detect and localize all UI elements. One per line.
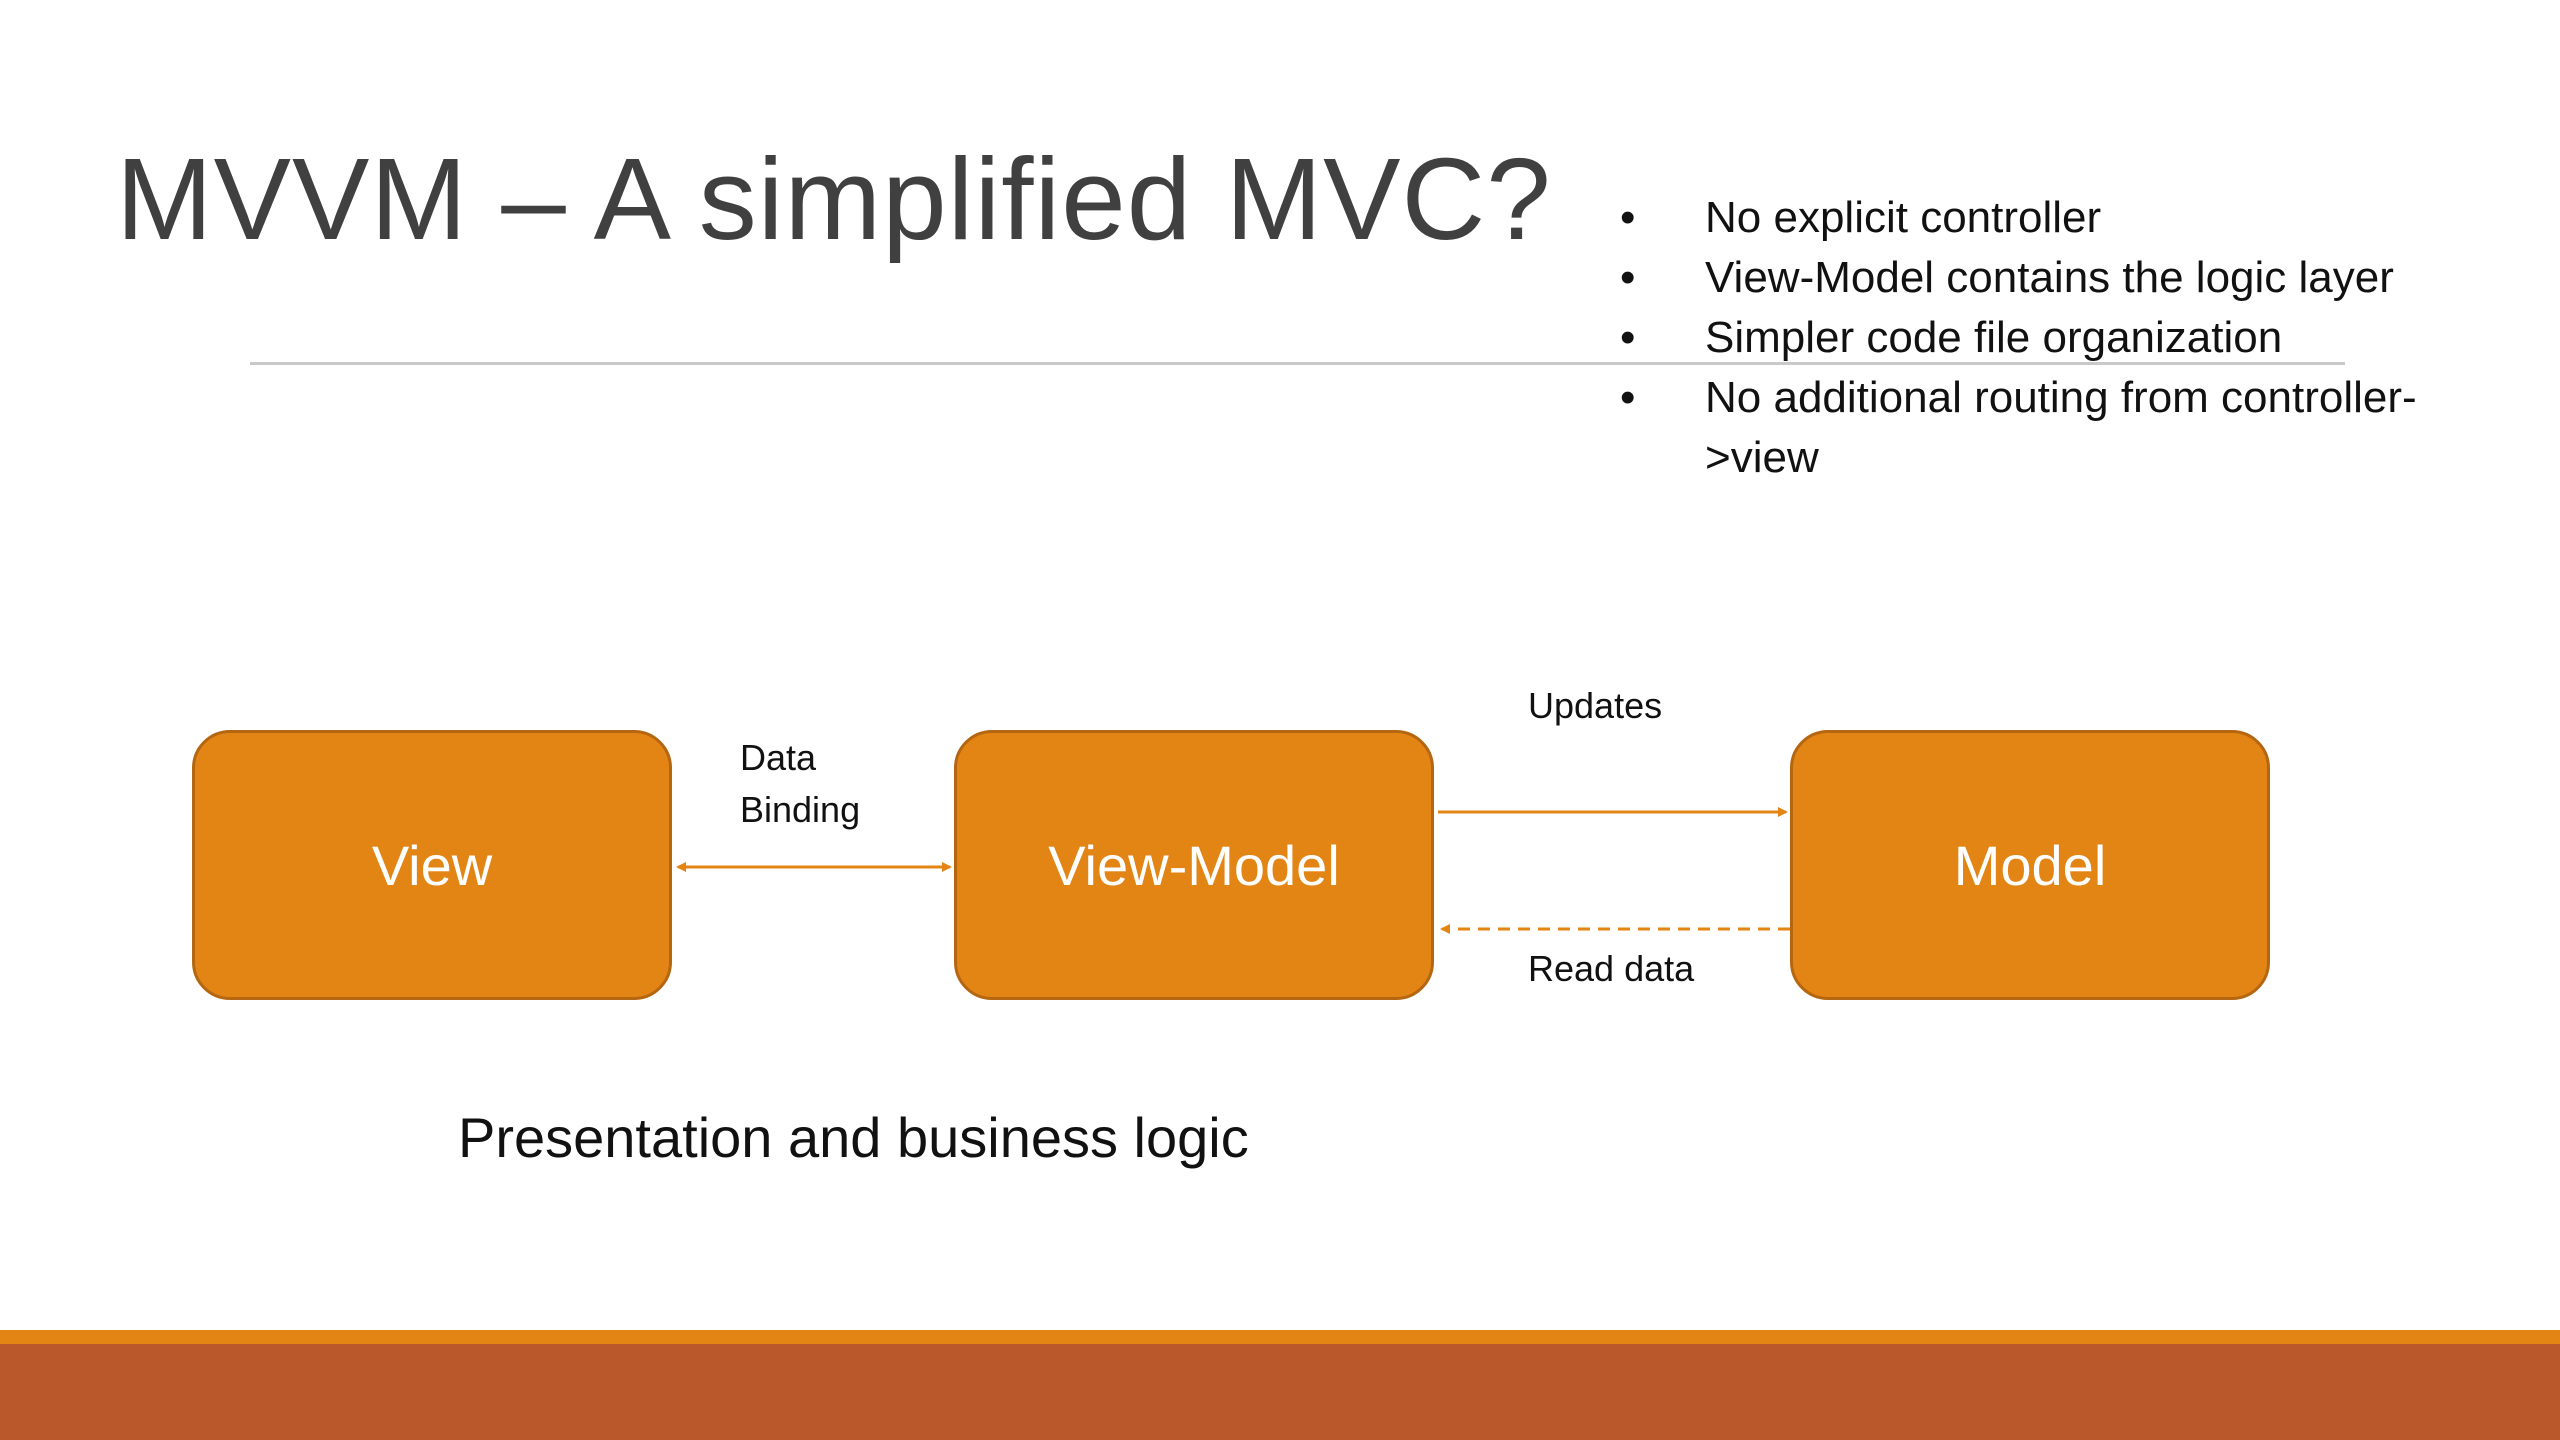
view-node: View: [192, 730, 672, 1000]
data-binding-label-line1: Data: [740, 737, 817, 778]
diagram-caption: Presentation and business logic: [458, 1106, 1249, 1169]
footer-bar: [0, 1344, 2560, 1440]
updates-label: Updates: [1528, 685, 1663, 726]
read-data-label: Read data: [1528, 948, 1695, 989]
footer-accent-stripe: [0, 1330, 2560, 1344]
bullet-item: Simpler code file organization: [1620, 308, 2500, 368]
data-binding-label-line2: Binding: [740, 789, 861, 830]
bullet-item: No explicit controller: [1620, 188, 2500, 248]
bullet-list: No explicit controller View-Model contai…: [1620, 188, 2500, 488]
model-node: Model: [1790, 730, 2270, 1000]
slide-title: MVVM – A simplified MVC?: [116, 134, 1552, 264]
view-model-node: View-Model: [954, 730, 1434, 1000]
bullet-item: No additional routing from controller->v…: [1620, 368, 2500, 488]
title-divider: [250, 362, 2345, 365]
data-binding-label: Data Binding: [740, 732, 860, 836]
bullet-item: View-Model contains the logic layer: [1620, 248, 2500, 308]
